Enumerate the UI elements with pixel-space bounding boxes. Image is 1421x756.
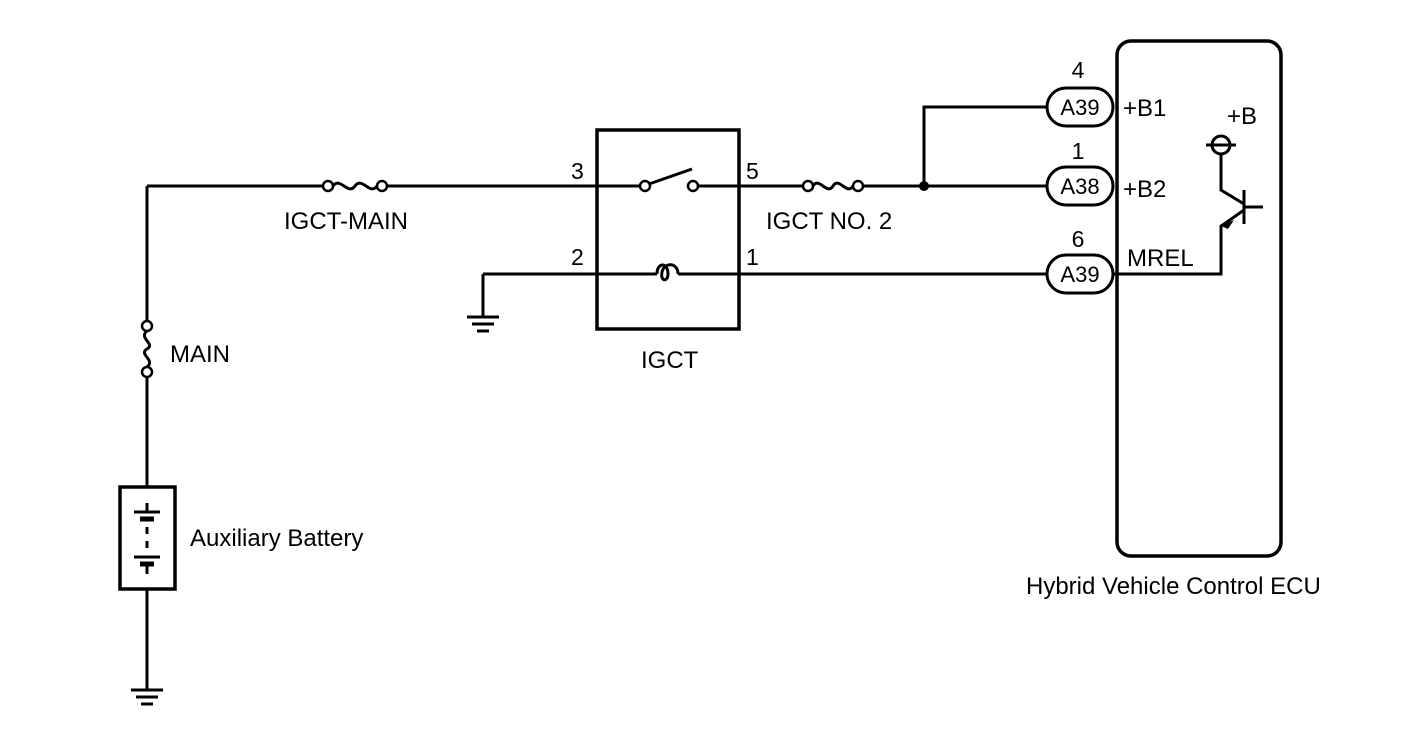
relay-pin-5: 5	[746, 158, 759, 184]
terminal-label: MREL	[1127, 245, 1194, 272]
igct-relay-label: IGCT	[641, 347, 699, 374]
terminal-label: +B1	[1123, 95, 1166, 122]
connector-id: A38	[1060, 174, 1099, 199]
connector-id: A39	[1060, 95, 1099, 120]
connector-pin: 1	[1072, 138, 1085, 164]
auxiliary-battery-label: Auxiliary Battery	[190, 525, 363, 552]
main-fuse-icon	[140, 319, 154, 379]
relay-pin-3: 3	[571, 158, 584, 184]
connector-pin: 6	[1072, 226, 1085, 252]
main-feed-wire	[145, 184, 597, 690]
connector-id: A39	[1060, 262, 1099, 287]
relay-coil-icon	[597, 263, 739, 282]
relay-pin-2: 2	[571, 244, 584, 270]
battery-ground-icon	[131, 688, 163, 706]
terminal-label: +B2	[1123, 176, 1166, 203]
igct-relay-box	[595, 128, 741, 331]
connector-pin: 4	[1072, 57, 1085, 83]
connector-a39-b1: A39	[1045, 86, 1115, 128]
igct-main-fuse-icon	[321, 179, 389, 193]
ecu-label: Hybrid Vehicle Control ECU	[1026, 573, 1321, 600]
connector-a39-mrel: A39	[1045, 253, 1115, 295]
auxiliary-battery-icon	[118, 485, 177, 591]
plus-b-label: +B	[1227, 103, 1257, 130]
ecu-box	[1115, 39, 1283, 558]
igct-no2-fuse-label: IGCT NO. 2	[766, 208, 892, 235]
relay-pin-1: 1	[746, 244, 759, 270]
main-fuse-label: MAIN	[170, 341, 230, 368]
relay-switch-icon	[597, 167, 739, 193]
igct-no2-fuse-icon	[801, 179, 865, 193]
igct-no2-wire	[739, 105, 1047, 191]
transistor-icon	[1113, 134, 1263, 276]
igct-main-fuse-label: IGCT-MAIN	[284, 208, 408, 235]
relay-ground-wire	[467, 272, 597, 333]
connector-a38-b2: A38	[1045, 165, 1115, 207]
